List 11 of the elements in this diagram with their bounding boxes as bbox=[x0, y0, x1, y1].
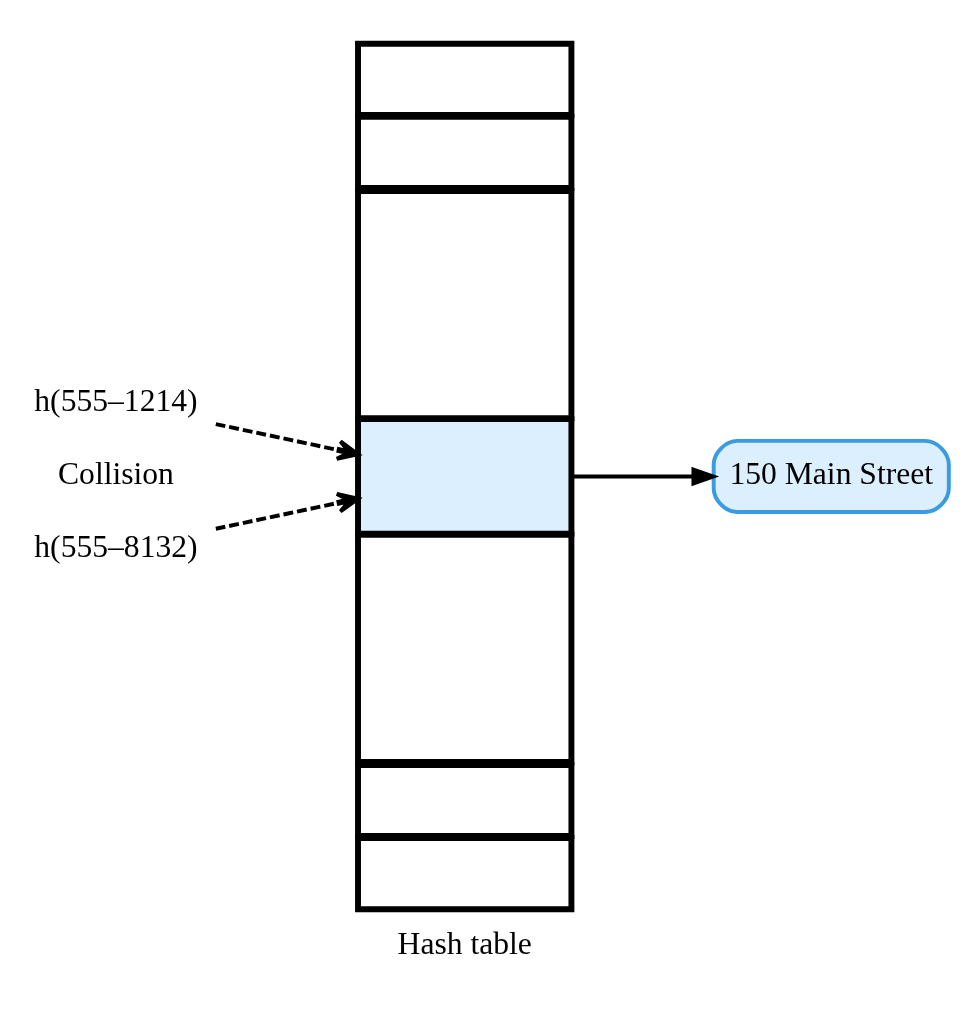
arrow bbox=[571, 466, 720, 486]
node-box bbox=[355, 531, 575, 765]
node-text: h(555–1214) bbox=[34, 382, 198, 418]
node-text: h(555–8132) bbox=[34, 528, 198, 564]
node-box: 150 Main Street bbox=[711, 438, 951, 514]
node-box bbox=[355, 113, 575, 191]
label: Hash table bbox=[397, 925, 532, 961]
arrow bbox=[215, 421, 360, 461]
arrow bbox=[215, 491, 360, 531]
node-box bbox=[355, 834, 575, 912]
label: Collision bbox=[57, 455, 174, 491]
